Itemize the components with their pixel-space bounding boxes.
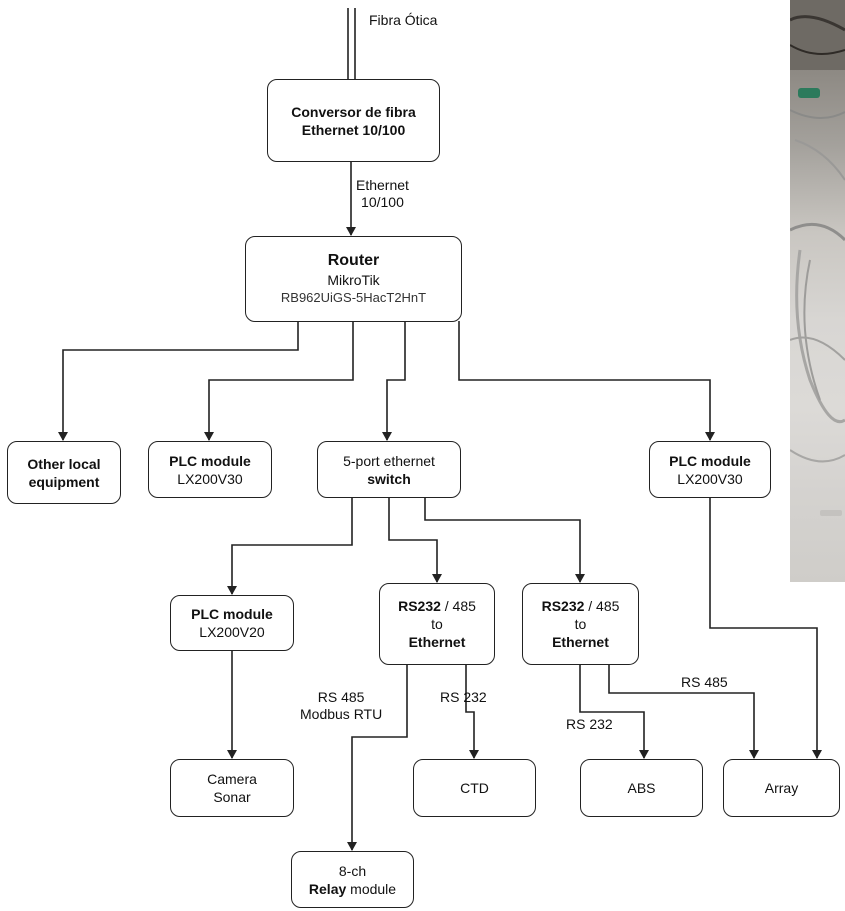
rs485-array-label: RS 485 [681, 674, 728, 690]
rs485-modbus-label: RS 485 Modbus RTU [300, 689, 383, 722]
abs-node: ABS [580, 759, 703, 817]
ethernet-link-label: Ethernet 10/100 [356, 177, 409, 210]
fiber-converter-node: Conversor de fibra Ethernet 10/100 [267, 79, 440, 162]
edge-switch-plc-v20 [227, 498, 353, 595]
switch-node: 5-port ethernet switch [317, 441, 461, 498]
plc-right-node: PLC module LX200V30 [649, 441, 771, 498]
edge-router-plc-right [458, 321, 715, 441]
rs-converter-2-node: RS232 / 485 to Ethernet [522, 583, 639, 665]
rs232-abs-label: RS 232 [566, 716, 613, 732]
cable-photo-graphic [790, 0, 845, 516]
plc-left-node: PLC module LX200V30 [148, 441, 272, 498]
edge-switch-rs2 [424, 498, 585, 583]
other-equipment-node: Other local equipment [7, 441, 121, 504]
edge-rs2-array [608, 664, 759, 759]
rs-converter-1-node: RS232 / 485 to Ethernet [379, 583, 495, 665]
edge-router-plc-left [204, 321, 354, 441]
edge-switch-rs1 [388, 498, 442, 583]
rs232-ctd-label: RS 232 [440, 689, 487, 705]
router-node: Router MikroTik RB962UiGS-5HacT2HnT [245, 236, 462, 322]
relay-node: 8-ch Relay module [291, 851, 414, 908]
edge-rs1-relay [347, 664, 408, 851]
edge-rs1-ctd [465, 664, 479, 759]
edge-plc-right-array [709, 498, 822, 759]
edge-router-switch [382, 321, 406, 441]
array-node: Array [723, 759, 840, 817]
plc-v20-node: PLC module LX200V20 [170, 595, 294, 651]
edge-rs2-abs [579, 664, 649, 759]
camera-sonar-node: Camera Sonar [170, 759, 294, 817]
ctd-node: CTD [413, 759, 536, 817]
equipment-photo [790, 0, 845, 582]
fiber-label: Fibra Ótica [369, 12, 438, 28]
edge-router-other [58, 321, 299, 441]
